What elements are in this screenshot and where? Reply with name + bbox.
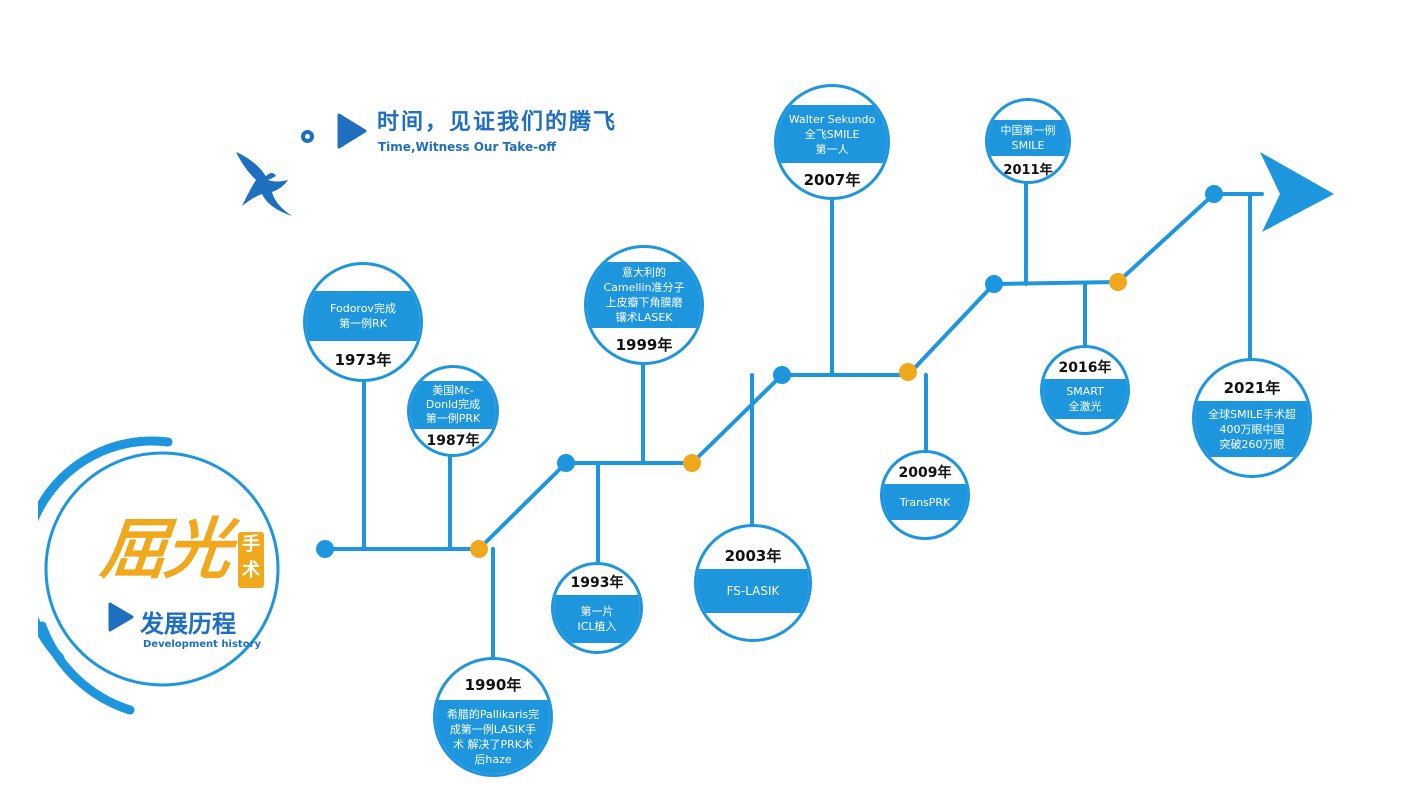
event-desc: Walter Sekundo 全飞SMILE 第一人 — [777, 105, 887, 163]
event-desc: 希腊的Pallikaris完 成第一例LASIK手 术 解决了PRK术 后haz… — [436, 700, 550, 774]
ring-icon — [301, 130, 314, 143]
timeline-node — [1109, 273, 1127, 291]
logo-badge-text: 手术 — [242, 534, 260, 581]
eagle-icon — [236, 152, 292, 216]
arrow-head — [1260, 152, 1334, 232]
event-year: 2009年 — [898, 465, 952, 481]
event-year: 1993年 — [570, 575, 624, 591]
play-icon — [108, 602, 134, 632]
timeline-node — [773, 366, 791, 384]
event-2009: 2009年 TransPRK — [880, 450, 970, 540]
page-title: 时间，见证我们的腾飞 — [377, 110, 618, 135]
event-year: 2007年 — [803, 171, 861, 189]
event-year: 1987年 — [426, 433, 480, 449]
event-desc: 意大利的 Camellin准分子 上皮瓣下角膜磨 镶术LASEK — [587, 262, 701, 328]
play-icon — [337, 113, 367, 149]
event-1987: 美国Mc- Donld完成 第一例PRK 1987年 — [407, 365, 499, 457]
event-1973: Fodorov完成 第一例RK 1973年 — [303, 262, 423, 382]
event-desc: Fodorov完成 第一例RK — [306, 291, 420, 341]
logo-badge: 手术 — [238, 532, 264, 588]
timeline-node — [470, 540, 488, 558]
event-year: 2011年 — [1003, 163, 1053, 178]
timeline-node — [899, 363, 917, 381]
page-subtitle: Time,Witness Our Take-off — [378, 140, 557, 154]
event-year: 2021年 — [1223, 379, 1281, 397]
event-2011: 中国第一例 SMILE 2011年 — [985, 98, 1071, 184]
timeline-node — [1205, 185, 1223, 203]
event-desc: TransPRK — [883, 484, 967, 520]
event-1999: 意大利的 Camellin准分子 上皮瓣下角膜磨 镶术LASEK 1999年 — [584, 245, 704, 365]
event-2003: 2003年 FS-LASIK — [694, 524, 812, 642]
event-desc: FS-LASIK — [697, 569, 809, 613]
event-1990: 1990年 希腊的Pallikaris完 成第一例LASIK手 术 解决了PRK… — [433, 657, 553, 777]
timeline-node — [557, 454, 575, 472]
event-2007: Walter Sekundo 全飞SMILE 第一人 2007年 — [774, 84, 890, 200]
event-desc: 中国第一例 SMILE — [988, 120, 1068, 156]
event-desc: 第一片 ICL植入 — [554, 595, 640, 643]
event-year: 1990年 — [464, 676, 522, 694]
timeline-node — [316, 540, 334, 558]
timeline-node — [683, 454, 701, 472]
event-desc: 美国Mc- Donld完成 第一例PRK — [410, 381, 496, 429]
event-year: 1999年 — [615, 336, 673, 354]
event-year: 2016年 — [1058, 360, 1112, 376]
section-subtitle: Development history — [143, 639, 262, 650]
event-2021: 2021年 全球SMILE手术超 400万眼中国 突破260万眼 — [1192, 358, 1312, 478]
event-2016: 2016年 SMART 全激光 — [1040, 345, 1130, 435]
timeline-node — [985, 275, 1003, 293]
event-year: 2003年 — [724, 547, 782, 565]
logo-ring — [38, 436, 280, 715]
event-1993: 1993年 第一片 ICL植入 — [551, 562, 643, 654]
event-year: 1973年 — [334, 351, 392, 369]
section-title: 发展历程 — [140, 610, 236, 638]
event-desc: SMART 全激光 — [1043, 379, 1127, 419]
event-desc: 全球SMILE手术超 400万眼中国 突破260万眼 — [1195, 401, 1309, 457]
